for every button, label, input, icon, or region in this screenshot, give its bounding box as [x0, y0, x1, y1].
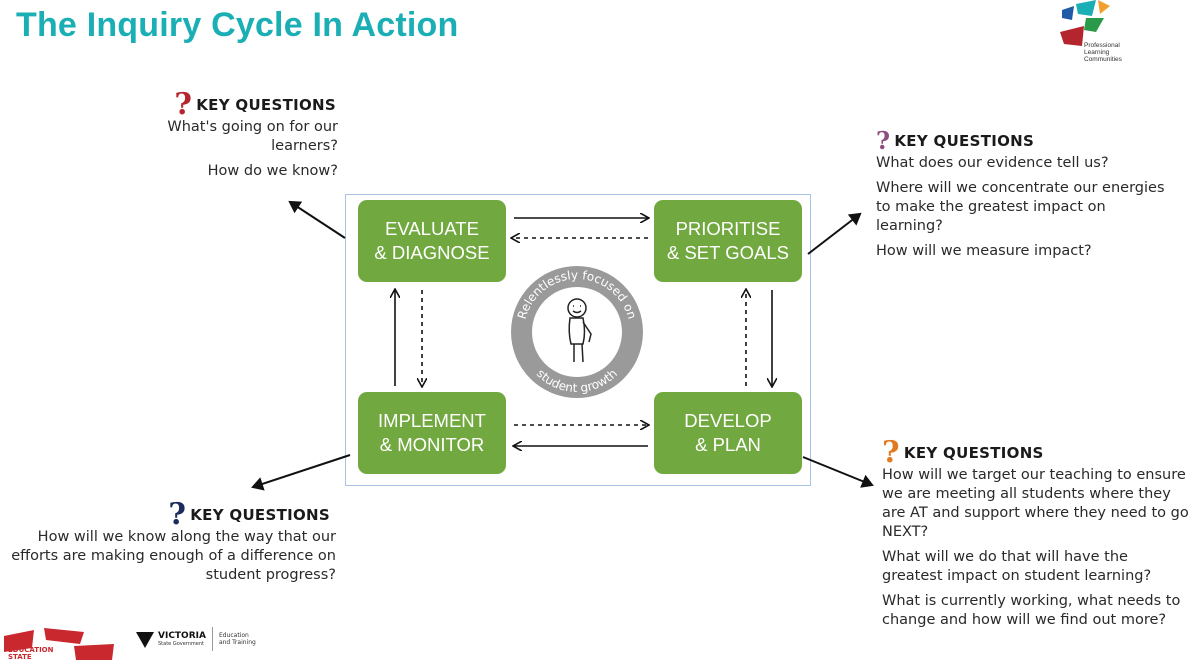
stage-prioritise-set-goals: PRIORITISE& SET GOALS — [654, 200, 802, 282]
stage-implement-monitor: IMPLEMENT& MONITOR — [358, 392, 506, 474]
key-questions-bottom-left: ? KEY QUESTIONS How will we know along t… — [11, 497, 336, 584]
student-growth-emblem: Relentlessly focused on student growth — [511, 266, 643, 398]
key-questions-top-right: ? KEY QUESTIONS What does our evidence t… — [876, 126, 1165, 260]
education-state-logo: THE EDUCATION STATE — [4, 626, 124, 662]
question-mark-icon: ? — [882, 435, 900, 470]
plc-logo-text: Professional Learning Communities — [1084, 42, 1122, 63]
student-figure-icon — [567, 298, 592, 363]
question-mark-icon: ? — [174, 87, 193, 122]
key-questions-top-left: ? KEY QUESTIONS What's going on for our … — [167, 87, 338, 180]
question-mark-icon: ? — [876, 126, 891, 155]
arrow-to-bottom-left-questions — [251, 454, 351, 491]
key-questions-bottom-right: ? KEY QUESTIONS How will we target our t… — [882, 435, 1189, 629]
question-mark-icon: ? — [168, 497, 187, 532]
cycle-frame — [345, 194, 811, 486]
stage-evaluate-diagnose: EVALUATE& DIAGNOSE — [358, 200, 506, 282]
stage-develop-plan: DEVELOP& PLAN — [654, 392, 802, 474]
arrow-to-top-left-questions — [288, 200, 346, 239]
page-title: The Inquiry Cycle In Action — [16, 6, 459, 44]
victoria-logo: VICTORIA State Government Education and … — [134, 624, 256, 654]
arrow-to-top-right-questions — [807, 212, 862, 255]
arrow-to-bottom-right-questions — [802, 456, 874, 488]
